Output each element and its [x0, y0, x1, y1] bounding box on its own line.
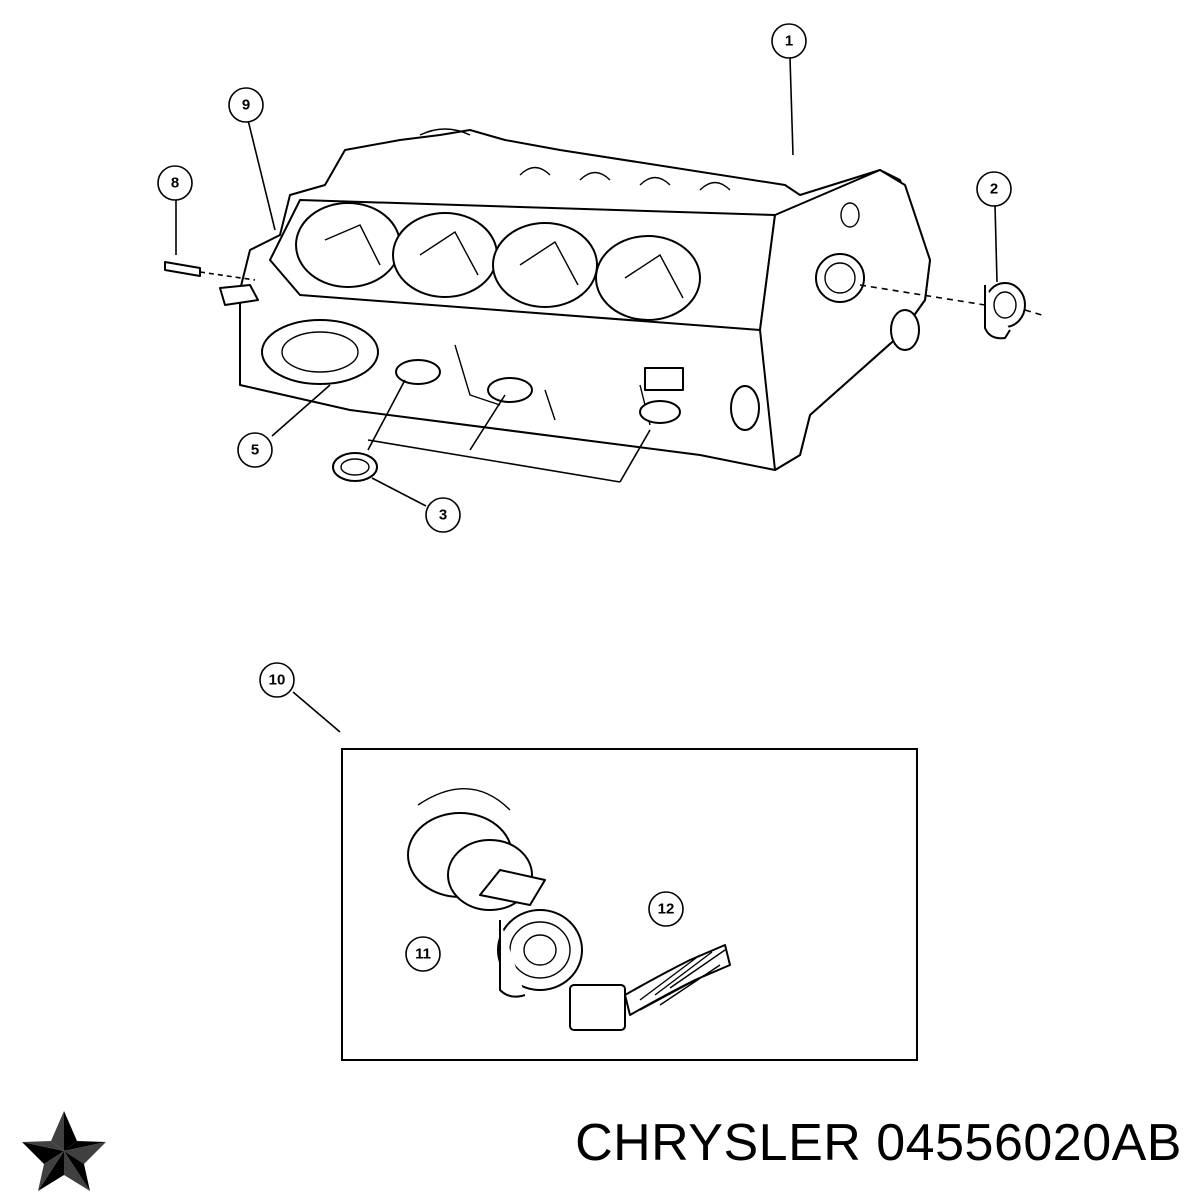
callout-1: 1: [771, 23, 807, 59]
footer: CHRYSLER 04556020AB: [0, 1105, 1200, 1200]
callout-1-label: 1: [785, 33, 793, 50]
brand-name: CHRYSLER: [575, 1114, 862, 1172]
callout-5: 5: [237, 432, 273, 468]
callout-2-label: 2: [990, 181, 998, 198]
dowel-pin: [164, 261, 256, 281]
callout-9-label: 9: [242, 97, 250, 114]
callout-10-label: 10: [269, 672, 286, 689]
callout-2: 2: [976, 171, 1012, 207]
part-caption: CHRYSLER 04556020AB: [575, 1113, 1182, 1173]
seal-ring: [332, 452, 378, 482]
part-number: 04556020AB: [876, 1114, 1182, 1172]
service-kit-box: [341, 748, 918, 1061]
callout-12: 12: [648, 891, 684, 927]
engine-block: [219, 128, 931, 471]
callout-11-label: 11: [415, 946, 431, 963]
callout-3-label: 3: [439, 507, 447, 524]
callout-12-label: 12: [658, 901, 675, 918]
callout-5-label: 5: [251, 442, 259, 459]
callout-8: 8: [157, 165, 193, 201]
callout-11: 11: [405, 936, 441, 972]
callout-3: 3: [425, 497, 461, 533]
callout-10: 10: [259, 662, 295, 698]
callout-9: 9: [228, 87, 264, 123]
callout-8-label: 8: [171, 175, 179, 192]
chrysler-pentastar-icon: [0, 1105, 128, 1200]
cam-bearing: [859, 282, 1046, 340]
